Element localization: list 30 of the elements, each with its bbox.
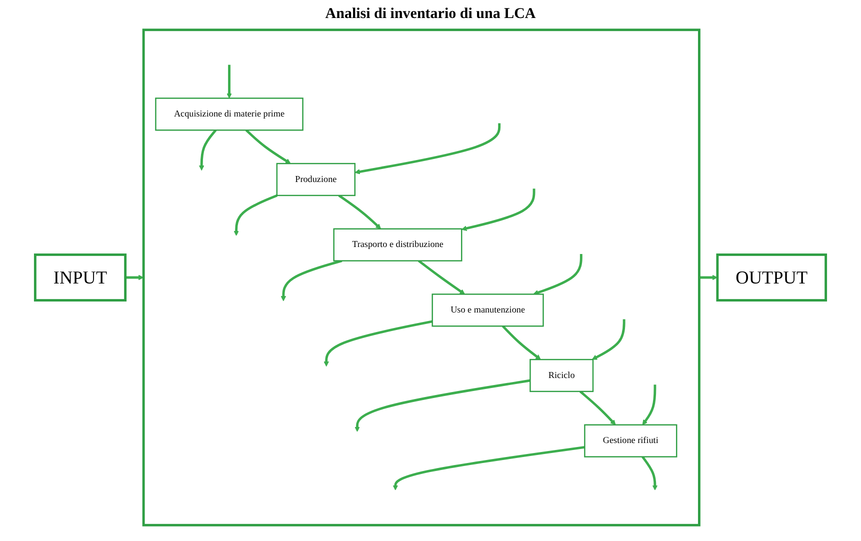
arrow <box>642 384 656 426</box>
arrow <box>234 194 278 236</box>
diagram-title: Analisi di inventario di una LCA <box>324 6 537 23</box>
arrow <box>245 129 291 164</box>
arrow <box>354 123 501 174</box>
arrow <box>592 319 626 360</box>
arrow <box>533 254 582 296</box>
node-box: Produzione <box>276 162 356 196</box>
arrow <box>699 274 718 280</box>
cluster <box>142 28 700 526</box>
node-box: Gestione rifiuti <box>584 424 678 458</box>
arrow <box>324 320 433 367</box>
arrow <box>579 390 616 426</box>
node-box: Acquisizione di materie prime <box>155 98 304 131</box>
node-box: INPUT <box>34 254 127 302</box>
arrow <box>198 129 217 171</box>
arrow <box>280 260 342 302</box>
node-box: OUTPUT <box>716 254 828 302</box>
arrow <box>392 446 585 490</box>
arrow <box>354 379 530 432</box>
arrow <box>125 274 144 280</box>
arrow <box>502 325 541 360</box>
arrow <box>418 260 465 294</box>
node-box: Uso e manutenzione <box>432 294 544 327</box>
node-box: Riciclo <box>530 358 594 392</box>
arrow <box>226 64 232 98</box>
arrow <box>338 194 382 230</box>
node-box: Trasporto e distribuzione <box>333 228 462 262</box>
arrow <box>642 456 658 490</box>
arrow <box>461 188 536 231</box>
